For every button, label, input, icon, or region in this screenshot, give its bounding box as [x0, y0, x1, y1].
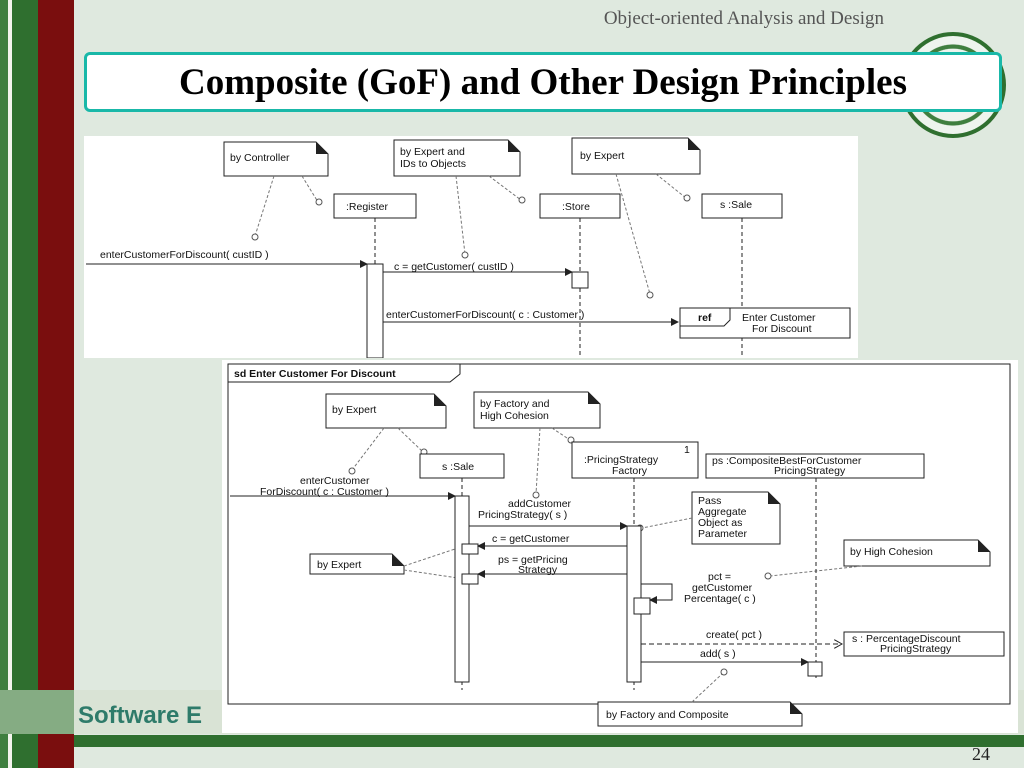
message-add-customer-pricing: addCustomer PricingStrategy( s ) [469, 498, 628, 530]
message-enter-customer: enterCustomerForDiscount( c : Customer ) [383, 309, 679, 326]
left-stripe-dark-green [12, 0, 38, 768]
svg-text:by Factory and: by Factory and [480, 398, 550, 410]
note-connectors [254, 173, 687, 295]
sequence-diagram-1: by Controller by Expert and IDs to Objec… [84, 136, 858, 358]
svg-text:Enter Customer: Enter Customer [742, 312, 816, 324]
svg-text:by Factory and Composite: by Factory and Composite [606, 709, 729, 721]
svg-text:c = getCustomer( custID ): c = getCustomer( custID ) [394, 261, 514, 273]
svg-text:enterCustomer: enterCustomer [300, 475, 370, 487]
message-found-2: enterCustomer ForDiscount( c : Customer … [230, 475, 456, 500]
message-get-customer-percentage: pct = getCustomer Percentage( c ) [684, 571, 756, 605]
svg-text:Percentage( c ): Percentage( c ) [684, 593, 756, 605]
svg-text:pct =: pct = [708, 571, 731, 583]
svg-text:getCustomer: getCustomer [692, 582, 753, 594]
svg-text:addCustomer: addCustomer [508, 498, 572, 510]
note-by-factory-composite: by Factory and Composite [597, 701, 803, 727]
course-title: Object-oriented Analysis and Design [603, 8, 884, 29]
svg-text:PricingStrategy: PricingStrategy [880, 643, 952, 655]
footer-square [0, 690, 74, 734]
slide-title: Composite (GoF) and Other Design Princip… [179, 61, 907, 103]
title-box: Composite (GoF) and Other Design Princip… [84, 52, 1002, 112]
svg-text:Factory: Factory [612, 465, 648, 477]
message-get-customer-2: c = getCustomer [477, 533, 627, 550]
page-number: 24 [972, 744, 990, 764]
message-create: create( pct ) [641, 629, 842, 644]
svg-text:Parameter: Parameter [698, 528, 748, 540]
svg-text:ForDiscount( c : Customer ): ForDiscount( c : Customer ) [260, 486, 389, 498]
svg-text:PricingStrategy( s ): PricingStrategy( s ) [478, 509, 567, 521]
left-stripe-red [38, 0, 74, 768]
message-get-pricing-strategy: ps = getPricing Strategy [477, 554, 627, 578]
frame-label: sd Enter Customer For Discount [234, 368, 396, 380]
svg-text:enterCustomerForDiscount( cust: enterCustomerForDiscount( custID ) [100, 249, 269, 261]
svg-text:by High Cohesion: by High Cohesion [850, 546, 933, 558]
svg-text:Strategy: Strategy [518, 564, 558, 576]
svg-text:by Expert and: by Expert and [400, 146, 465, 158]
message-get-customer: c = getCustomer( custID ) [383, 261, 573, 276]
svg-text:s :Sale: s :Sale [442, 461, 474, 473]
footer-bar [74, 735, 1024, 747]
message-found: enterCustomerForDiscount( custID ) [86, 249, 368, 268]
svg-text:ps :CompositeBestForCustomer: ps :CompositeBestForCustomer [712, 455, 862, 467]
svg-text:c = getCustomer: c = getCustomer [492, 533, 570, 545]
svg-text:s : PercentageDiscount: s : PercentageDiscount [852, 633, 961, 645]
svg-text:s :Sale: s :Sale [720, 199, 752, 211]
left-stripe-green [0, 0, 8, 768]
svg-text:by Expert: by Expert [317, 559, 361, 571]
svg-text:by Controller: by Controller [230, 152, 290, 164]
note-by-expert-left: by Expert [309, 553, 405, 575]
svg-text::Store: :Store [562, 201, 590, 213]
lifeline-composite: ps :CompositeBestForCustomer PricingStra… [705, 453, 925, 680]
note-by-high-cohesion: by High Cohesion [843, 539, 991, 567]
svg-text:Pass: Pass [698, 495, 721, 507]
footer-text: Software E [78, 702, 203, 729]
lifeline-store: :Store [539, 193, 621, 358]
note-connectors-2 [351, 427, 863, 703]
note-by-factory-cohesion: by Factory and High Cohesion [473, 391, 601, 429]
svg-text::Register: :Register [346, 201, 389, 213]
svg-text:For Discount: For Discount [752, 323, 812, 335]
lifeline-register: :Register [333, 193, 417, 358]
note-by-expert-ids: by Expert and IDs to Objects [393, 139, 521, 177]
left-stripe-light [8, 0, 12, 768]
svg-text:IDs to Objects: IDs to Objects [400, 158, 466, 170]
note-pass-aggregate: Pass Aggregate Object as Parameter [691, 491, 781, 545]
svg-text:by Expert: by Expert [580, 150, 624, 162]
svg-text::PricingStrategy: :PricingStrategy [584, 454, 659, 466]
svg-text:by Expert: by Expert [332, 404, 376, 416]
lifeline-pricing-factory: 1 :PricingStrategy Factory [571, 441, 699, 690]
sequence-diagram-2: sd Enter Customer For Discount by Expert… [222, 360, 1018, 733]
note-by-expert: by Expert [571, 137, 701, 175]
svg-text:ps = getPricing: ps = getPricing [498, 554, 568, 566]
ref-fragment: ref Enter Customer For Discount [679, 307, 851, 339]
lifeline-sale: s :Sale [701, 193, 783, 358]
svg-text:1: 1 [684, 444, 690, 456]
lifeline-percentage-discount: s : PercentageDiscount PricingStrategy [843, 631, 1005, 657]
svg-text:Aggregate: Aggregate [698, 506, 747, 518]
svg-text:Object as: Object as [698, 517, 742, 529]
message-add: add( s ) [641, 648, 809, 666]
svg-text:create( pct ): create( pct ) [706, 629, 762, 641]
svg-text:PricingStrategy: PricingStrategy [774, 465, 846, 477]
svg-text:ref: ref [698, 312, 712, 324]
svg-text:High Cohesion: High Cohesion [480, 410, 549, 422]
svg-text:add( s ): add( s ) [700, 648, 736, 660]
lifeline-sale-2: s :Sale [419, 453, 505, 690]
note-by-expert-top: by Expert [325, 393, 447, 429]
svg-text:enterCustomerForDiscount( c :: enterCustomerForDiscount( c : Customer ) [386, 309, 584, 321]
note-by-controller: by Controller [223, 141, 329, 177]
